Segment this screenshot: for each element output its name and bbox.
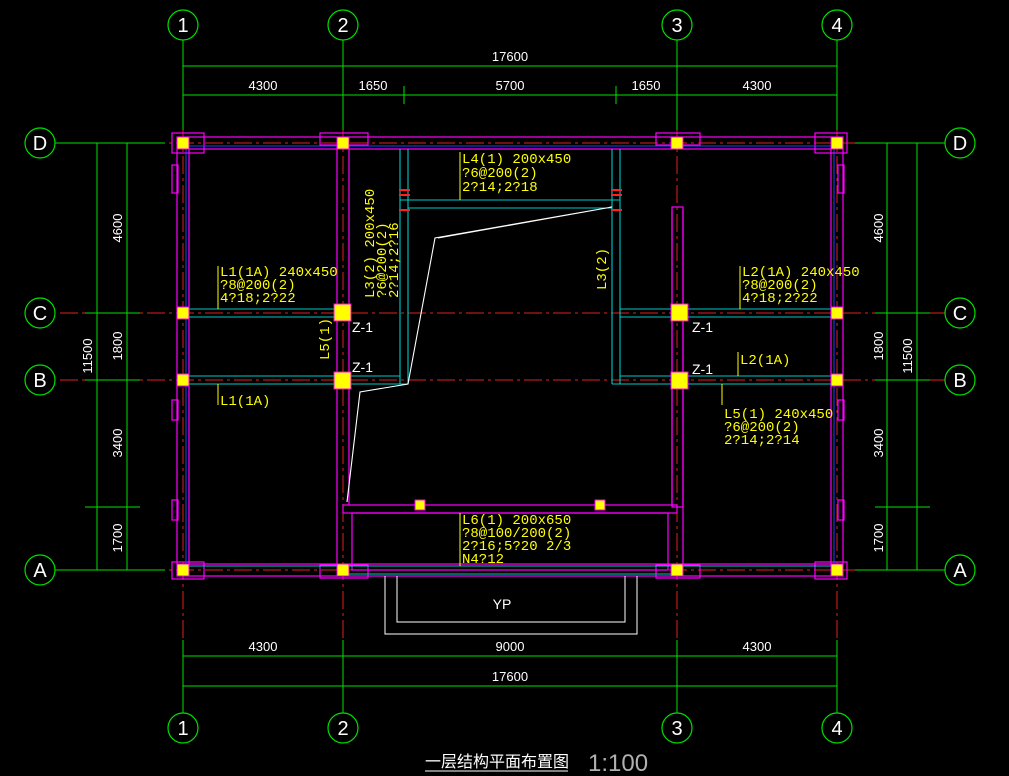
column-marker	[594, 499, 606, 511]
column-marker	[176, 136, 190, 150]
beam-l4-line1: L4(1) 200x450	[462, 152, 571, 168]
beam-l1-top-line3: 4?18;2?22	[220, 291, 296, 307]
column-marker	[333, 371, 352, 390]
dim-bottom-span-1: 4300	[249, 639, 278, 654]
dim-top-span-4: 1650	[632, 78, 661, 93]
column-marker	[830, 563, 844, 577]
column-marker	[830, 373, 844, 387]
beam-l3-left-line2: ?6@200(2)	[375, 222, 391, 298]
beam-l6-line4: N4?12	[462, 552, 504, 568]
axis-label-a-left: A	[33, 560, 47, 582]
column-marker	[176, 563, 190, 577]
drawing-scale: 1:100	[588, 750, 648, 776]
axis-label-2-bottom: 2	[337, 718, 348, 740]
dim-top-span-5: 4300	[743, 78, 772, 93]
beam-leaders	[217, 152, 741, 566]
beam-l5-right-line2: ?6@200(2)	[724, 420, 800, 436]
axis-label-2-top: 2	[337, 15, 348, 37]
column-label-z1: Z-1	[352, 359, 373, 375]
axis-label-b-left: B	[33, 370, 46, 392]
column-marker	[176, 373, 190, 387]
beam-l6-line2: ?8@100/200(2)	[462, 526, 571, 542]
beam-l6-line3: 2?16;5?20 2/3	[462, 539, 571, 555]
axis-label-d-left: D	[33, 133, 47, 155]
dim-left-span-2: 1800	[110, 332, 125, 361]
column-label-z1: Z-1	[692, 361, 713, 377]
column-marker	[830, 136, 844, 150]
dim-top-span-3: 5700	[496, 78, 525, 93]
stair-opening	[346, 206, 613, 503]
beam-l3-right: L3(2)	[595, 248, 611, 290]
walls	[171, 132, 848, 580]
axis-label-3-top: 3	[671, 15, 682, 37]
axis-label-c-right: C	[953, 303, 967, 325]
axis-lines	[60, 40, 945, 715]
dim-right-span-1: 4600	[871, 214, 886, 243]
beam-l2-top-line1: L2(1A) 240x450	[742, 265, 860, 281]
axis-label-d-right: D	[953, 133, 967, 155]
beam-l5-right-line1: L5(1) 240x450	[724, 407, 833, 423]
axis-label-4-top: 4	[831, 15, 842, 37]
dim-left-span-1: 4600	[110, 214, 125, 243]
beam-l1-bottom: L1(1A)	[220, 394, 270, 410]
slab-outline	[185, 145, 835, 566]
dim-bottom-total: 17600	[492, 669, 528, 684]
column-marker	[333, 303, 352, 322]
column-marker	[176, 306, 190, 320]
axis-label-c-left: C	[33, 303, 47, 325]
beam-l1-top-line2: ?8@200(2)	[220, 278, 296, 294]
axis-label-4-bottom: 4	[831, 718, 842, 740]
dim-right-total: 11500	[900, 338, 915, 373]
beam-l5-left: L5(1)	[318, 318, 334, 360]
beam-l3-left-line1: L3(2) 200x450	[363, 189, 379, 298]
dim-right-span-2: 1800	[871, 332, 886, 361]
beam-l1-top-line1: L1(1A) 240x450	[220, 265, 338, 281]
dim-top-span-2: 1650	[359, 78, 388, 93]
beam-l3-left-line3: 2?14;2?16	[387, 222, 403, 298]
beam-l2-top-line3: 4?18;2?22	[742, 291, 818, 307]
rebar-marks	[399, 189, 622, 211]
dimension-lines	[55, 40, 945, 715]
columns	[176, 136, 844, 577]
axis-label-b-right: B	[953, 370, 966, 392]
beam-l4-line3: 2?14;2?18	[462, 180, 538, 196]
dim-bottom-span-3: 4300	[743, 639, 772, 654]
beam-l5-right-line3: 2?14;2?14	[724, 433, 800, 449]
column-marker	[336, 563, 350, 577]
column-marker	[830, 306, 844, 320]
beam-l2-top-line2: ?8@200(2)	[742, 278, 818, 294]
dim-right-span-3: 3400	[871, 429, 886, 458]
beam-l6-line1: L6(1) 200x650	[462, 513, 571, 529]
axis-label-3-bottom: 3	[671, 718, 682, 740]
beams	[189, 149, 831, 575]
column-marker	[670, 563, 684, 577]
dim-left-span-4: 1700	[110, 524, 125, 553]
dim-top-span-1: 4300	[249, 78, 278, 93]
axis-label-1-top: 1	[177, 15, 188, 37]
axis-bubbles	[24, 9, 976, 744]
drawing-title: 一层结构平面布置图	[425, 752, 569, 771]
column-marker	[670, 371, 689, 390]
dim-right-span-4: 1700	[871, 524, 886, 553]
column-marker	[414, 499, 426, 511]
canopy-label: YP	[493, 596, 512, 612]
dim-left-total: 11500	[80, 338, 95, 373]
dim-top-total: 17600	[492, 49, 528, 64]
canopy	[384, 576, 638, 635]
column-marker	[670, 303, 689, 322]
beam-l4-line2: ?6@200(2)	[462, 166, 538, 182]
column-marker	[336, 136, 350, 150]
axis-label-1-bottom: 1	[177, 718, 188, 740]
column-label-z1: Z-1	[352, 319, 373, 335]
dim-bottom-span-2: 9000	[496, 639, 525, 654]
beam-l2-bottom: L2(1A)	[740, 353, 790, 369]
axis-label-a-right: A	[953, 560, 967, 582]
column-label-z1: Z-1	[692, 319, 713, 335]
dim-left-span-3: 3400	[110, 429, 125, 458]
column-marker	[670, 136, 684, 150]
